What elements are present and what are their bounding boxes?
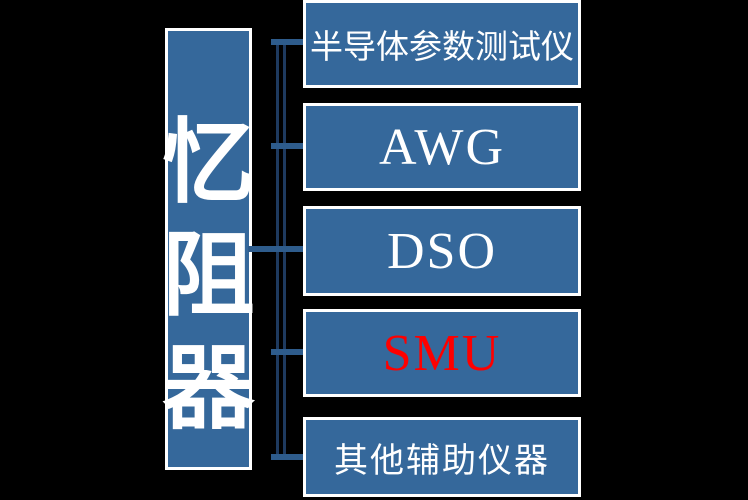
node-awg: AWG [303, 103, 581, 191]
connector-branch-smu [271, 349, 306, 355]
root-node-char: 阻 [162, 225, 255, 327]
node-semiconductor-parameter-tester: 半导体参数测试仪 [303, 0, 581, 88]
connector-branch-dso [248, 246, 306, 252]
node-memristor: 忆 阻 器 [162, 28, 255, 470]
connector-branch-semiconductor-tester [271, 39, 306, 45]
connector-branch-other-instruments [271, 454, 306, 460]
node-smu: SMU [303, 309, 581, 397]
node-label: DSO [386, 222, 498, 280]
node-label: SMU [382, 324, 502, 382]
node-label: AWG [378, 118, 506, 176]
root-node-char: 器 [162, 338, 255, 440]
node-dso: DSO [303, 206, 581, 296]
node-label: 半导体参数测试仪 [310, 28, 574, 65]
root-node-char: 忆 [162, 112, 255, 214]
connector-branch-awg [271, 143, 306, 149]
node-label: 其他辅助仪器 [334, 442, 550, 480]
node-other-auxiliary-instruments: 其他辅助仪器 [303, 417, 581, 497]
